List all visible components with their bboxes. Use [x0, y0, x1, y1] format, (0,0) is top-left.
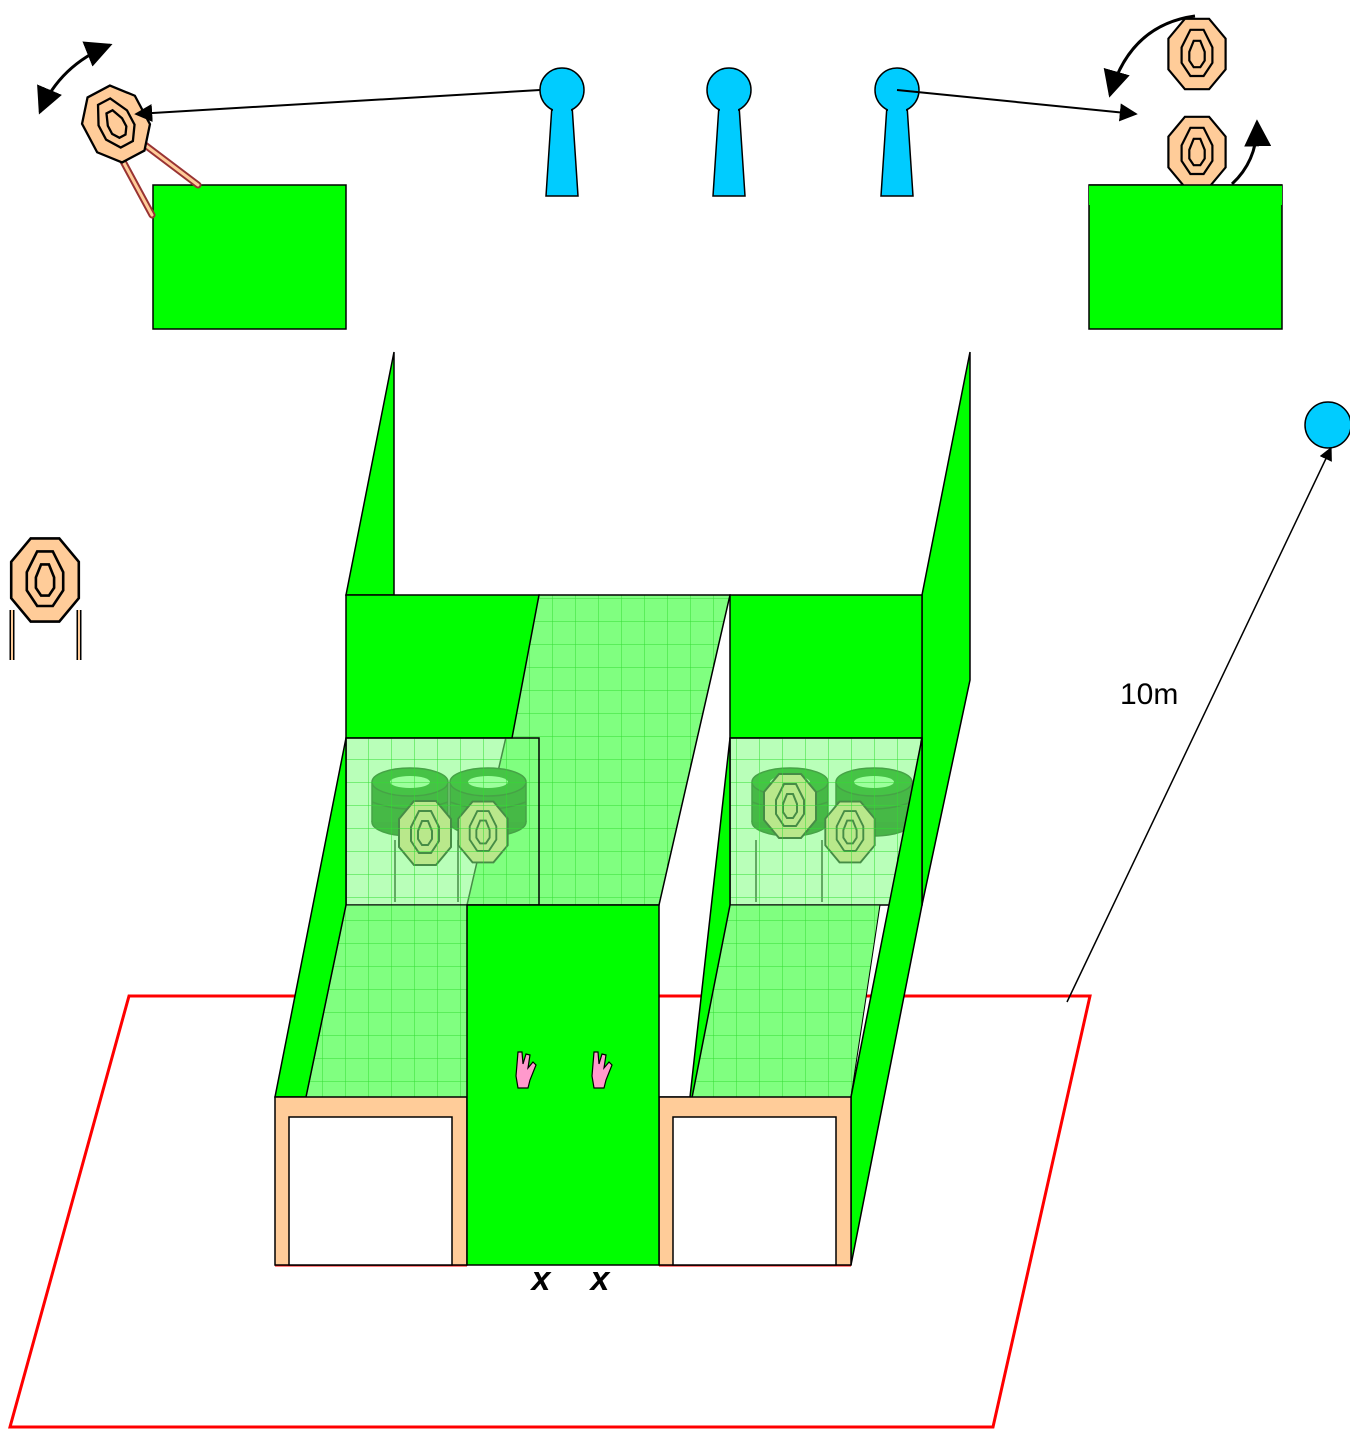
swinging-target-icon	[71, 76, 161, 172]
distance-line	[1066, 446, 1332, 1003]
popper-3-icon	[874, 67, 920, 197]
left-wing-wall	[345, 351, 395, 596]
popper-1-icon	[539, 67, 585, 197]
distance-label: 10m	[1120, 678, 1178, 711]
left-box	[274, 737, 468, 1266]
flip-arrow-top	[1103, 14, 1196, 98]
right-wing-wall	[921, 351, 971, 906]
right-table-opening	[672, 1116, 837, 1266]
standing-target	[9, 537, 82, 660]
start-mark-left: x	[530, 1260, 553, 1298]
left-table-opening	[288, 1116, 453, 1266]
right-back-wall	[729, 594, 923, 739]
upper-left-barricade	[152, 184, 347, 330]
popper-far-icon	[1304, 401, 1350, 449]
left-back-wall	[345, 594, 540, 739]
activator-line-right	[896, 89, 1138, 122]
swing-arrow	[37, 41, 113, 115]
upper-right-barricade	[1088, 184, 1283, 330]
start-mark-right: x	[589, 1260, 612, 1298]
standing-target-icon	[9, 537, 81, 623]
barricade-top-cover	[1089, 185, 1282, 205]
flip-arrow-bottom	[1230, 119, 1272, 186]
stacked-targets	[1089, 14, 1282, 205]
stacked-target-top-icon	[1167, 17, 1227, 91]
front-center-wall	[466, 904, 660, 1266]
swinging-target-assembly	[37, 41, 202, 219]
activator-line-left	[134, 89, 541, 123]
popper-2-icon	[706, 67, 752, 197]
left-port-window	[345, 737, 540, 906]
stacked-target-bottom-icon	[1167, 115, 1227, 189]
right-box	[658, 737, 923, 1266]
